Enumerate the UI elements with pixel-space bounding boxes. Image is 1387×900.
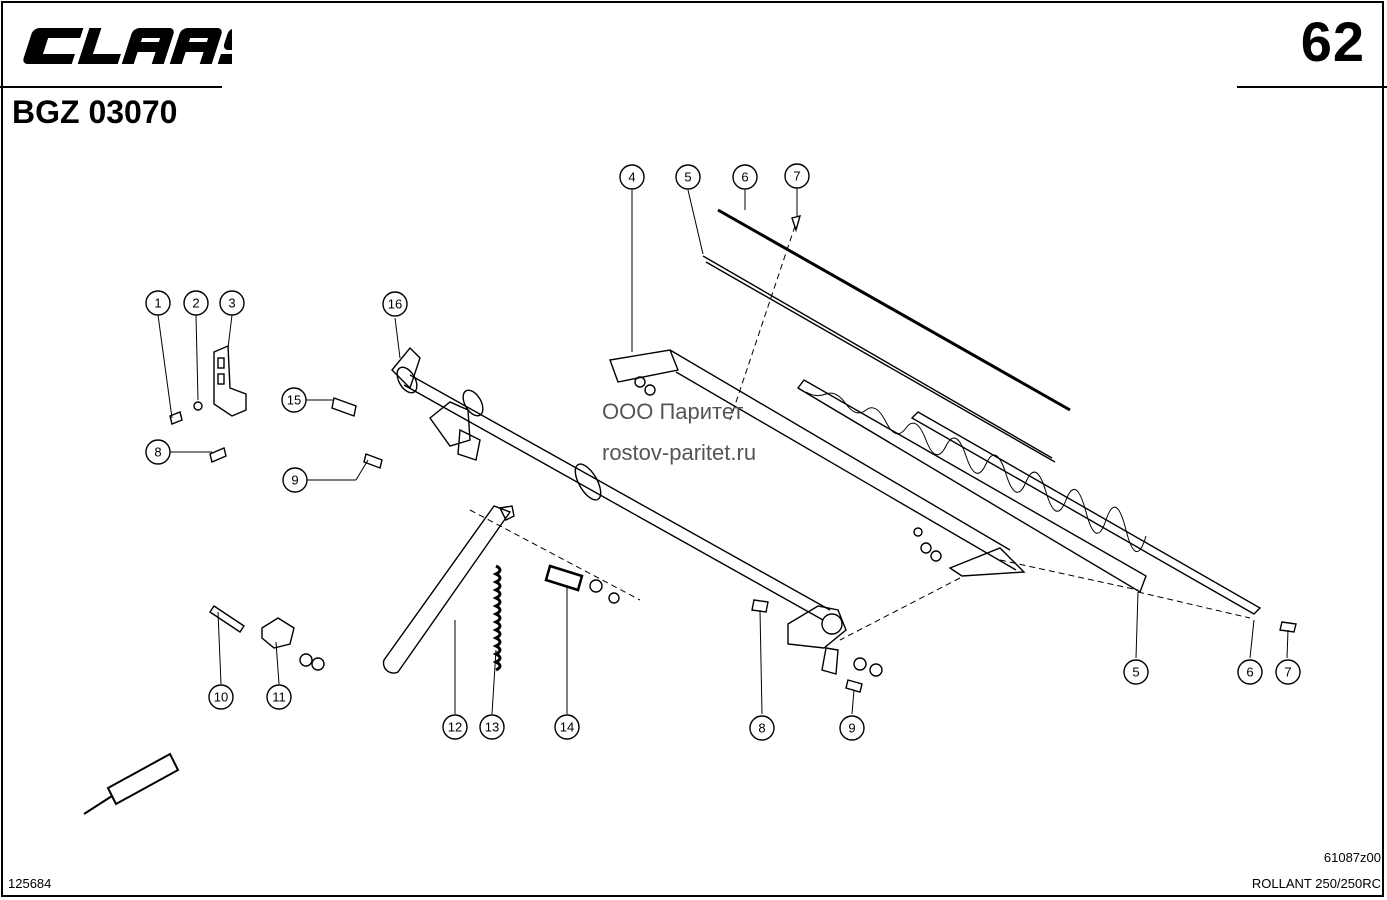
callout-label: 6 <box>1246 665 1253 680</box>
brush-strip <box>796 379 1147 594</box>
callout-label: 12 <box>448 720 462 735</box>
callout-1: 1 <box>145 290 171 316</box>
clamp-11 <box>261 617 295 649</box>
callout-label: 1 <box>154 296 161 311</box>
bolt-15 <box>331 397 357 417</box>
direction-arrow-icon <box>83 752 180 815</box>
bolt-7-right <box>1279 621 1297 633</box>
callout-15: 15 <box>281 387 307 413</box>
header-rule-left <box>0 86 222 88</box>
callout-label: 3 <box>228 296 235 311</box>
watermark-url: rostov-paritet.ru <box>602 440 757 465</box>
watermark-company: ООО Паритет <box>602 399 744 424</box>
main-shaft <box>396 366 831 621</box>
bolt-8-left <box>209 447 227 463</box>
left-flange-plate <box>391 346 481 461</box>
strip-bar-5 <box>702 255 1056 463</box>
callout-label: 8 <box>758 721 765 736</box>
callout-label: 11 <box>272 690 286 705</box>
callout-9: 9 <box>282 467 308 493</box>
callout-13: 13 <box>479 714 505 740</box>
callout-6: 6 <box>1237 659 1263 685</box>
callout-12: 12 <box>442 714 468 740</box>
callout-label: 14 <box>560 720 574 735</box>
bracket-arm <box>609 349 1026 577</box>
lever-12 <box>382 505 515 674</box>
spring-14 <box>544 564 620 604</box>
callout-label: 7 <box>1284 665 1291 680</box>
callout-label: 16 <box>388 297 402 312</box>
bolt-7-top <box>791 215 802 233</box>
strip-bar-6 <box>717 208 1071 412</box>
washer-2 <box>193 401 203 411</box>
bolt-9-left <box>363 453 383 469</box>
callout-4: 4 <box>619 164 645 190</box>
callout-8: 8 <box>749 715 775 741</box>
header-rule-right <box>1237 86 1387 88</box>
callout-6: 6 <box>732 164 758 190</box>
callout-label: 5 <box>684 170 691 185</box>
bolt-1 <box>169 411 183 425</box>
callout-3: 3 <box>219 290 245 316</box>
callout-14: 14 <box>554 714 580 740</box>
callout-label: 7 <box>793 169 800 184</box>
footer-model: ROLLANT 250/250RC <box>1251 876 1381 891</box>
bolt-9-right <box>845 679 863 693</box>
callout-label: 4 <box>628 170 635 185</box>
document-code: BGZ 03070 <box>12 94 178 130</box>
callout-label: 9 <box>848 721 855 736</box>
bolt-8-right <box>751 599 769 613</box>
callout-16: 16 <box>382 291 408 317</box>
callout-7: 7 <box>784 163 810 189</box>
right-flange-plate <box>787 605 847 675</box>
callout-label: 8 <box>154 445 161 460</box>
callout-label: 2 <box>192 296 199 311</box>
callout-label: 13 <box>485 720 499 735</box>
assembly-lines <box>469 225 1251 641</box>
page-number: 62 <box>1300 10 1365 73</box>
callout-9: 9 <box>839 715 865 741</box>
callout-label: 5 <box>1132 665 1139 680</box>
leader-lines <box>157 188 1289 715</box>
washers-bracket <box>634 376 942 562</box>
callout-10: 10 <box>208 684 234 710</box>
callout-2: 2 <box>183 290 209 316</box>
callout-label: 9 <box>291 473 298 488</box>
footer-left-code: 125684 <box>8 876 52 891</box>
callout-label: 10 <box>214 690 228 705</box>
callout-11: 11 <box>266 684 292 710</box>
callout-label: 15 <box>287 393 301 408</box>
claas-logo <box>23 28 232 64</box>
callout-5: 5 <box>675 164 701 190</box>
callout-8: 8 <box>145 439 171 465</box>
bracket-3 <box>213 344 247 417</box>
callout-label: 6 <box>741 170 748 185</box>
nuts-right <box>853 657 883 677</box>
footer-drawing-code: 61087z00 <box>1323 850 1381 865</box>
spring-13 <box>492 564 502 672</box>
callout-7: 7 <box>1275 659 1301 685</box>
bolt-10 <box>209 605 245 633</box>
callout-5: 5 <box>1123 659 1149 685</box>
nuts-11 <box>299 653 325 671</box>
strip-bar-lower <box>910 411 1262 615</box>
